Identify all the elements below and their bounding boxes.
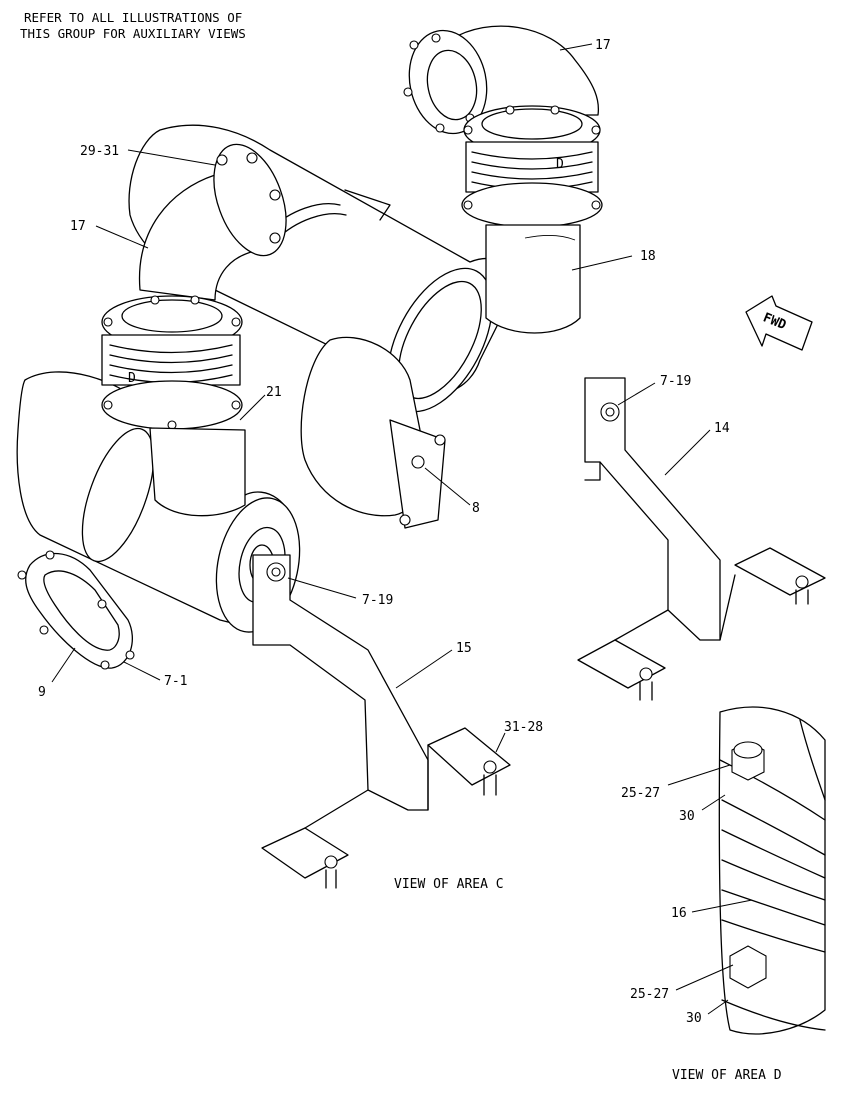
bracket-15 xyxy=(252,554,511,889)
callout-25-27-b: 25-27 xyxy=(630,987,669,1002)
flange-9 xyxy=(17,550,135,670)
bracket-14 xyxy=(577,377,826,701)
callout-9: 9 xyxy=(38,685,46,700)
bellows-mark-left: D xyxy=(128,371,136,386)
callout-labels: 17 29-31 17 18 21 7-19 14 8 7-19 9 7-1 1… xyxy=(38,38,730,1026)
callout-18: 18 xyxy=(640,249,656,264)
note-line-1: REFER TO ALL ILLUSTRATIONS OF xyxy=(24,10,242,25)
callout-7-1: 7-1 xyxy=(164,674,187,689)
right-elbow: D xyxy=(403,25,603,334)
callout-14: 14 xyxy=(714,421,730,436)
callout-leaders xyxy=(51,43,753,1015)
callout-17-left: 17 xyxy=(70,219,86,234)
callout-29-31: 29-31 xyxy=(80,144,119,159)
callout-15: 15 xyxy=(456,641,472,656)
bellows-mark-right: D xyxy=(556,157,564,172)
note-line-2: THIS GROUP FOR AUXILIARY VIEWS xyxy=(20,26,246,41)
caption-view-area-d: VIEW OF AREA D xyxy=(672,1068,782,1083)
caption-view-area-c: VIEW OF AREA C xyxy=(394,877,504,892)
fwd-arrow-marker: FWD xyxy=(745,295,813,351)
callout-30-a: 30 xyxy=(679,809,695,824)
left-elbow: D xyxy=(101,143,287,517)
callout-30-b: 30 xyxy=(686,1011,702,1026)
callout-17-top: 17 xyxy=(595,38,611,53)
callout-31-28: 31-28 xyxy=(504,720,543,735)
center-shroud xyxy=(300,336,446,529)
callout-7-19-right: 7-19 xyxy=(660,374,691,389)
callout-7-19-mid: 7-19 xyxy=(362,593,393,608)
callout-8: 8 xyxy=(472,501,480,516)
area-d-detail xyxy=(718,706,826,1035)
callout-25-27-a: 25-27 xyxy=(621,786,660,801)
callout-21: 21 xyxy=(266,385,282,400)
callout-16: 16 xyxy=(671,906,687,921)
